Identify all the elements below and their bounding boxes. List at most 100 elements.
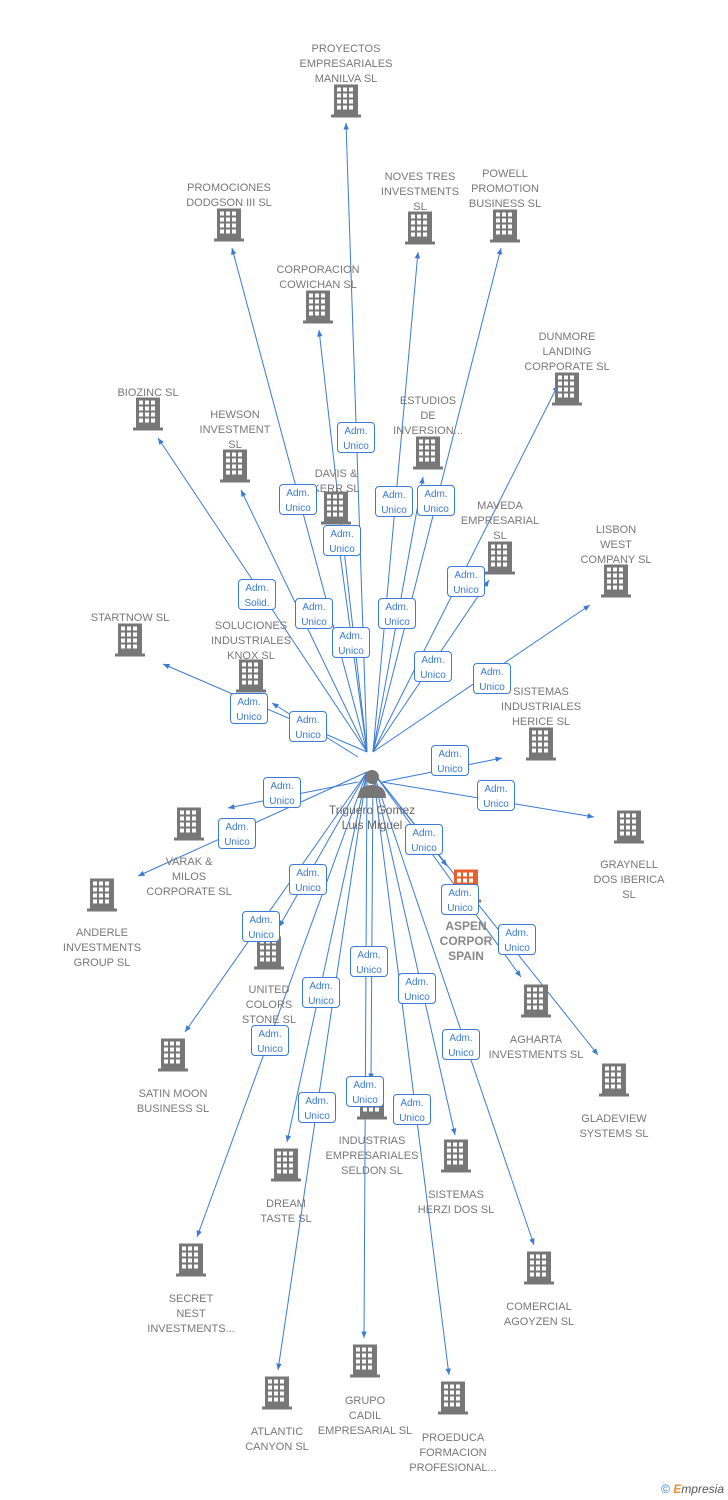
building-icon[interactable]: [302, 290, 334, 329]
building-icon[interactable]: [86, 878, 118, 917]
company-name-line: WEST: [600, 539, 632, 551]
role-badge: Adm.Unico: [289, 864, 327, 895]
building-icon[interactable]: [600, 564, 632, 603]
company-node[interactable]: BIOZINC SL: [117, 386, 178, 401]
company-name-line: AGOYZEN SL: [503, 1316, 575, 1328]
brand-logo: Empresia: [673, 1482, 724, 1496]
building-icon[interactable]: [261, 1376, 293, 1415]
person-icon: [358, 770, 386, 798]
company-name-line: INDUSTRIAS: [338, 1135, 406, 1147]
building-icon[interactable]: [613, 810, 645, 849]
footer-brand: © Empresia: [661, 1482, 724, 1496]
building-icon[interactable]: [132, 397, 164, 436]
company-name-line: SL: [493, 530, 507, 542]
company-name-line: SL: [413, 201, 427, 213]
building-icon[interactable]: [551, 372, 583, 411]
company-name-line: DREAM: [266, 1198, 306, 1210]
arrowhead-icon: [591, 1048, 598, 1055]
company-node[interactable]: STARTNOW SL: [91, 611, 169, 626]
arrowhead-icon: [231, 248, 237, 255]
role-badge: Adm.Unico: [298, 1092, 336, 1123]
company-name-line: MAVEDA: [477, 500, 523, 512]
building-icon[interactable]: [219, 449, 251, 488]
company-name-line: COMPANY SL: [580, 554, 652, 566]
building-icon[interactable]: [213, 208, 245, 247]
company-name-line: SL: [622, 889, 636, 901]
building-icon[interactable]: [404, 211, 436, 250]
building-icon[interactable]: [484, 541, 516, 580]
company-node[interactable]: DAVIS &KERR SL: [312, 467, 359, 497]
building-icon[interactable]: [270, 1148, 302, 1187]
company-name-line: INVESTMENTS: [62, 942, 142, 954]
role-badge: Adm.Unico: [218, 818, 256, 849]
arrowhead-icon: [587, 813, 594, 819]
arrowhead-icon: [515, 970, 521, 977]
role-badge: Adm.Unico: [398, 973, 436, 1004]
company-name-line: COWICHAN SL: [279, 279, 357, 291]
building-icon[interactable]: [235, 659, 267, 698]
role-badge: Adm.Unico: [447, 566, 485, 597]
building-icon[interactable]: [412, 436, 444, 475]
copyright-symbol: ©: [661, 1482, 670, 1496]
company-name-line: SOLUCIONES: [214, 620, 288, 632]
building-icon[interactable]: [440, 1139, 472, 1178]
building-icon[interactable]: [437, 1381, 469, 1420]
arrowhead-icon: [483, 580, 489, 587]
role-badge: Adm.Unico: [279, 484, 317, 515]
company-name-line: SYSTEMS SL: [579, 1128, 649, 1140]
building-icon[interactable]: [330, 84, 362, 123]
company-name-line: MANILVA SL: [314, 73, 378, 85]
building-icon[interactable]: [349, 1344, 381, 1383]
company-name-line: SISTEMAS: [513, 686, 569, 698]
building-icon[interactable]: [320, 491, 352, 530]
company-name-line: INVESTMENT: [199, 424, 271, 436]
company-name-line: BUSINESS SL: [468, 198, 542, 210]
building-icon[interactable]: [525, 727, 557, 766]
building-icon[interactable]: [523, 1251, 555, 1290]
edge-line: [372, 771, 535, 1246]
company-name-line: DODGSON III SL: [186, 197, 272, 209]
company-name-line: DUNMORE: [538, 331, 596, 343]
company-name-line: PROYECTOS: [311, 43, 381, 55]
building-icon[interactable]: [598, 1063, 630, 1102]
building-icon[interactable]: [157, 1038, 189, 1077]
building-icon[interactable]: [520, 984, 552, 1023]
building-icon[interactable]: [173, 807, 205, 846]
role-badge: Adm.Unico: [375, 486, 413, 517]
center-person[interactable]: Triguero Gomez Luis Miguel: [327, 768, 417, 833]
building-icon[interactable]: [114, 623, 146, 662]
role-badge: Adm.Solid.: [238, 579, 276, 610]
company-name-line: KNOX SL: [227, 650, 275, 662]
building-icon[interactable]: [175, 1243, 207, 1282]
role-badge: Adm.Unico: [302, 977, 340, 1008]
building-icon[interactable]: [489, 209, 521, 248]
